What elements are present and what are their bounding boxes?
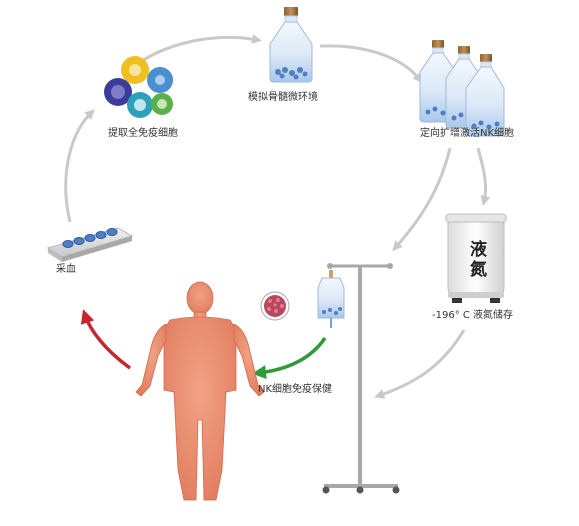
arrow-infusion-to-body [252,336,327,380]
tank-label: 液氮 [466,239,487,280]
iv-stand [322,263,400,494]
label-nitrogen-storage: -196° C 液氮储存 [432,310,514,321]
human-body [135,281,265,501]
culture-flask-single [269,7,313,83]
arrow-expansion-to-infusion [392,147,452,251]
nk-cell-magnified [260,291,290,321]
immune-cells-cluster [104,56,173,118]
arrow-marrow-to-expansion [319,44,423,84]
arrow-body-to-blood [80,309,132,370]
label-nk-infusion: NK细胞免疫保健 [258,384,333,395]
arrow-blood-to-extract [64,109,95,223]
label-bone-marrow-env: 模拟骨髓微环境 [248,92,318,103]
label-nk-expansion: 定向扩增激活NK细胞 [420,128,515,139]
arrow-expansion-to-storage [476,147,491,206]
arrow-storage-to-infusion [374,329,466,399]
arrow-extract-to-marrow [139,33,262,64]
blood-sample-tray [46,227,134,262]
label-extract-cells: 提取全免疫细胞 [108,128,178,139]
liquid-nitrogen-tank [445,213,507,303]
iv-bag [317,270,345,328]
culture-flasks-triple [419,40,505,137]
label-blood-collection: 采血 [56,264,76,275]
